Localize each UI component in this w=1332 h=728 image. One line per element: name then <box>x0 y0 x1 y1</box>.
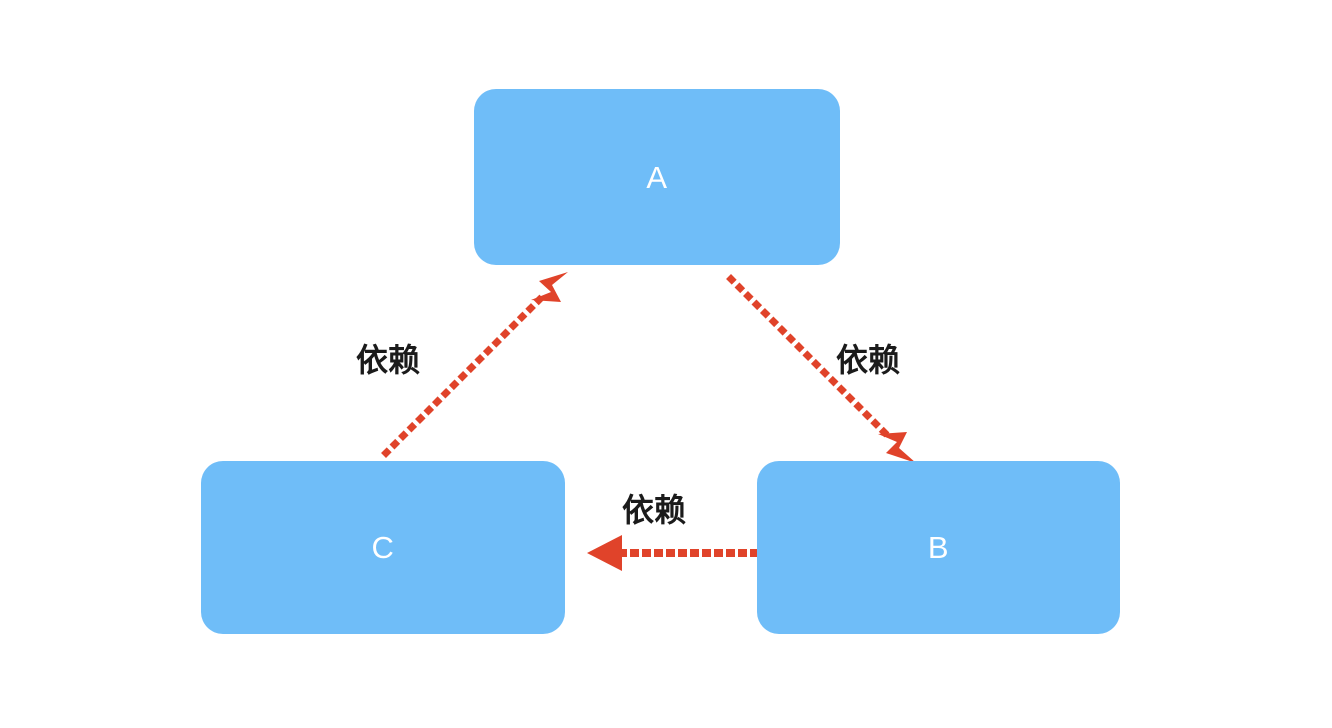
edge-label-a-to-b: 依赖 <box>836 341 901 379</box>
node-a[interactable]: A <box>474 89 840 265</box>
edge-a-to-b-line <box>726 274 895 443</box>
edge-b-to-c <box>587 535 759 571</box>
node-c-label: C <box>371 530 395 565</box>
node-c[interactable]: C <box>201 461 565 634</box>
node-b[interactable]: B <box>757 461 1120 634</box>
edge-c-to-a-arrowhead <box>531 272 568 302</box>
edge-c-to-a <box>381 272 568 458</box>
edge-a-to-b-arrowhead <box>878 432 916 463</box>
edge-b-to-c-arrowhead <box>587 535 622 571</box>
edge-label-b-to-c: 依赖 <box>622 491 687 529</box>
edge-c-to-a-line <box>381 291 548 458</box>
node-b-label: B <box>927 530 950 565</box>
edge-a-to-b <box>726 274 916 463</box>
edge-label-c-to-a: 依赖 <box>356 341 421 379</box>
node-a-label: A <box>646 159 668 195</box>
